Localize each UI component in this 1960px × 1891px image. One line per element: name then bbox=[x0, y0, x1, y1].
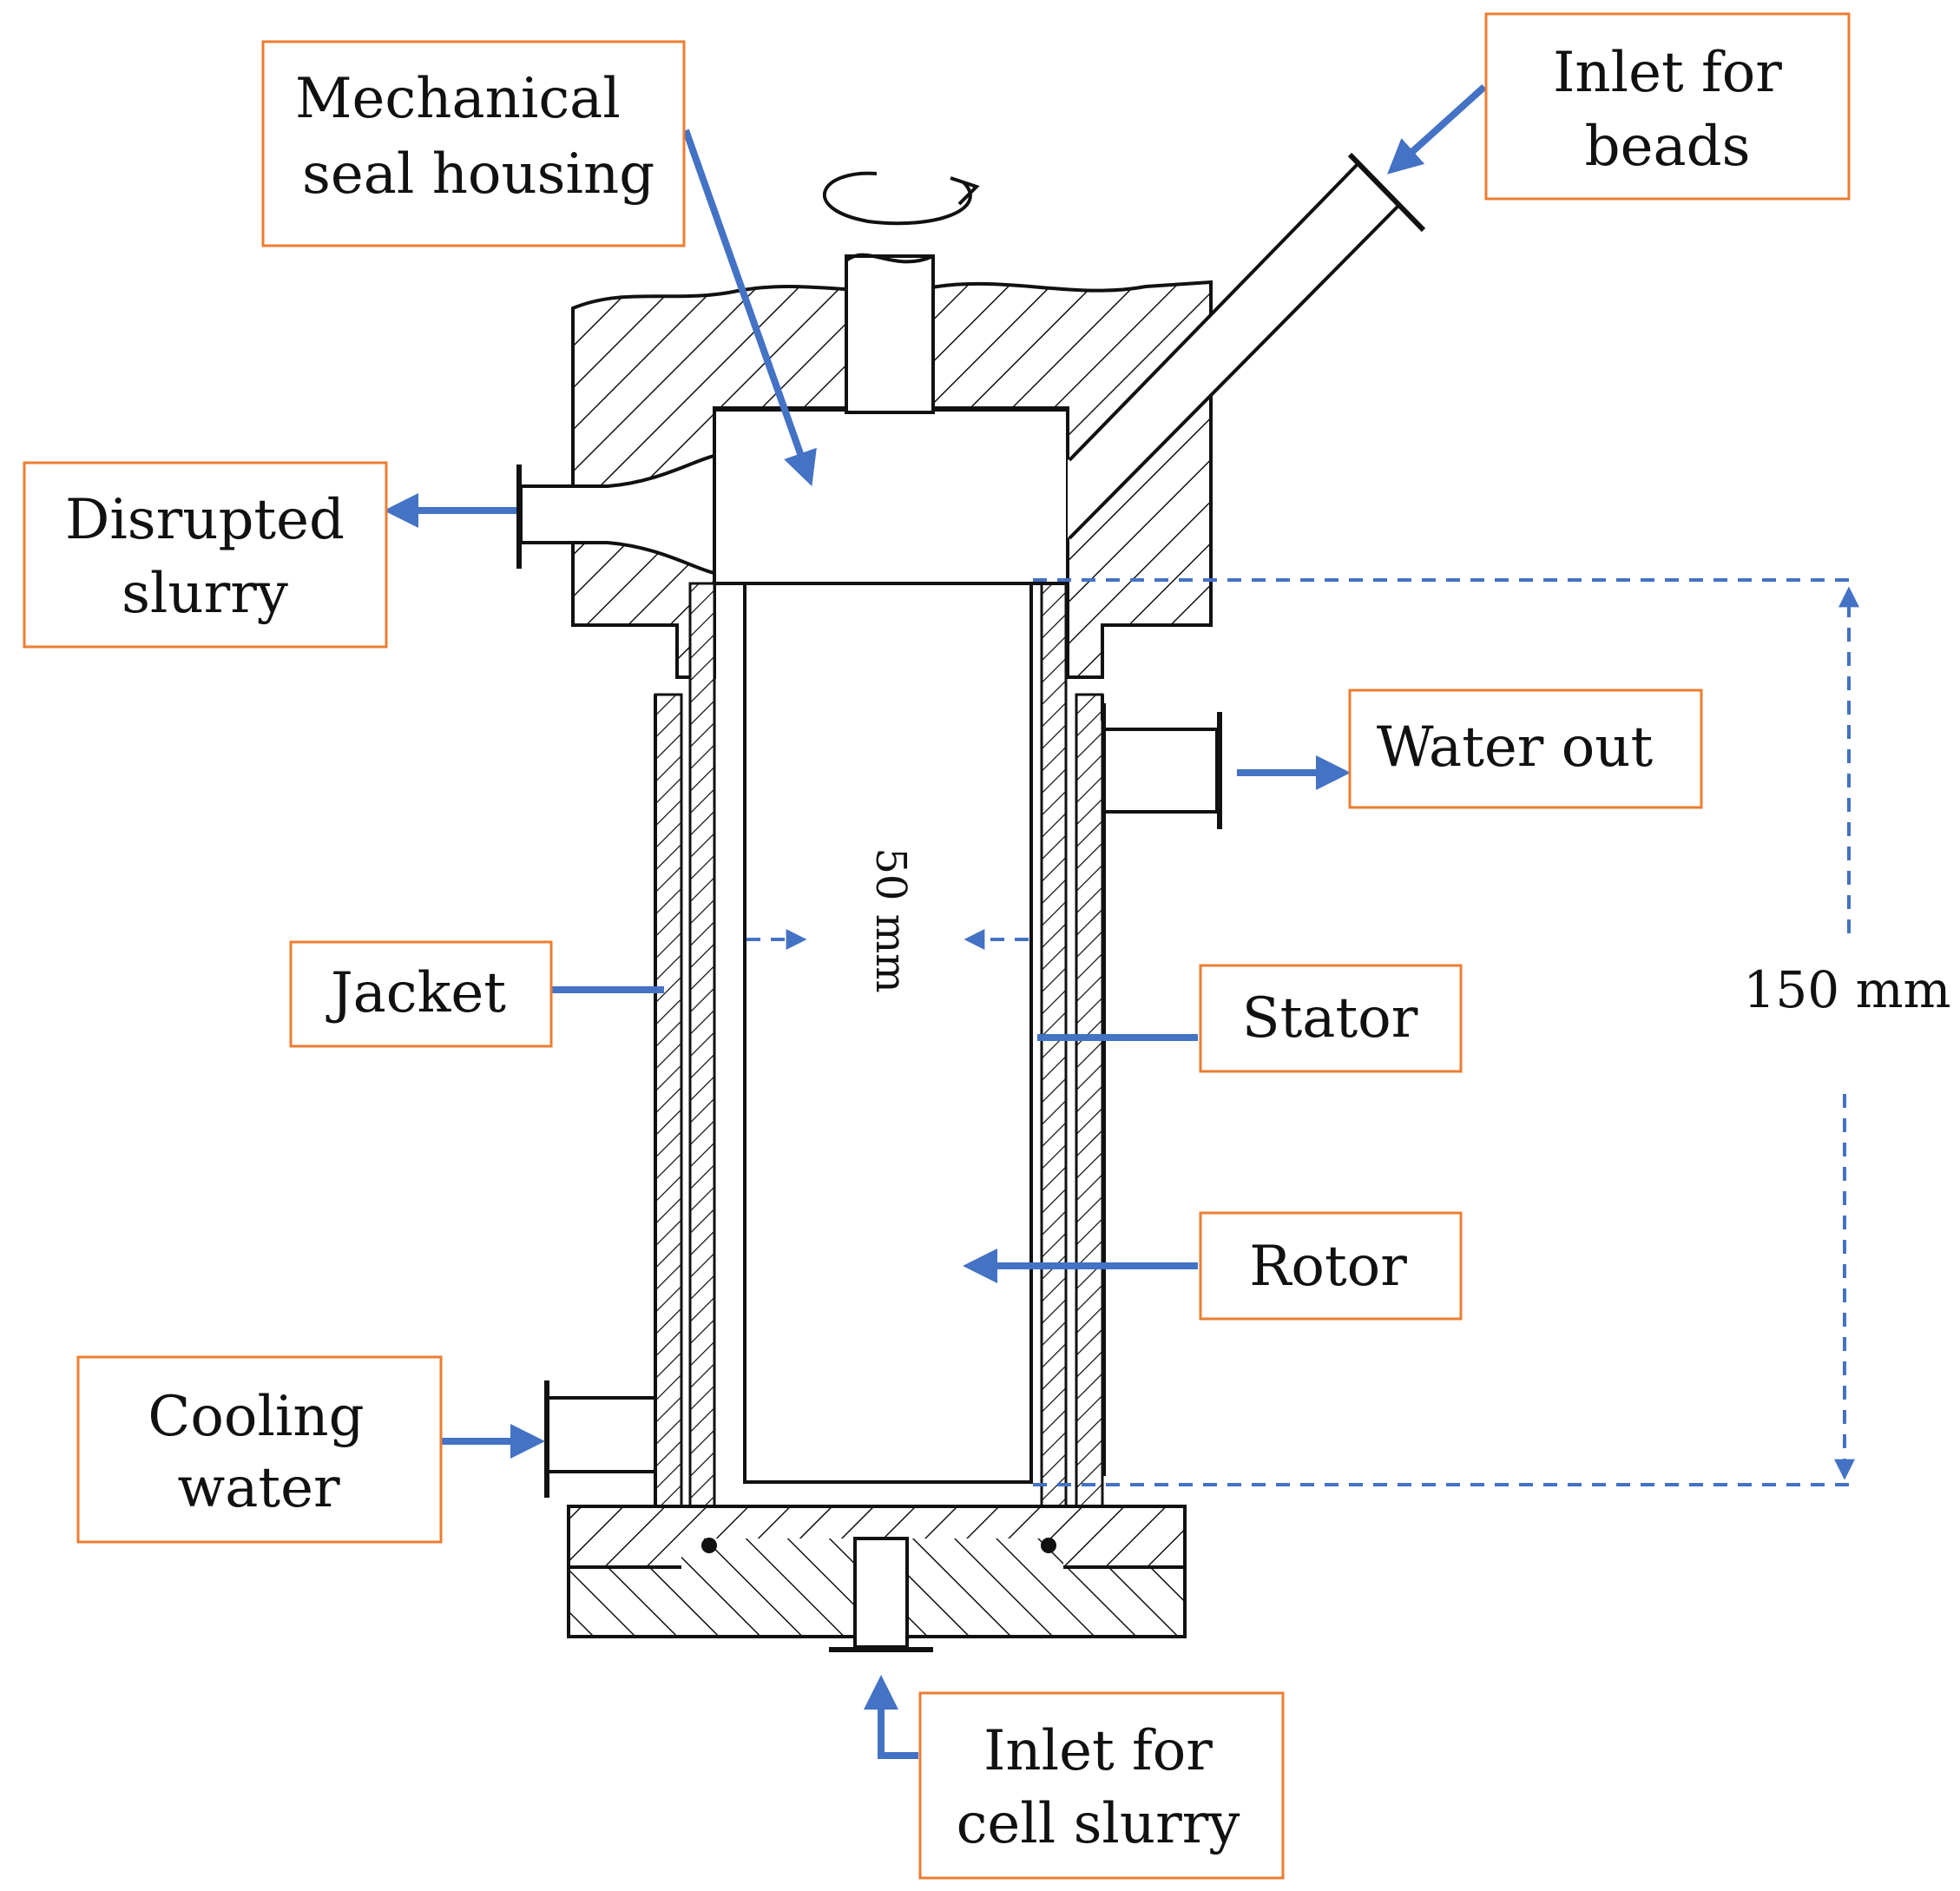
svg-text:seal housing: seal housing bbox=[302, 142, 654, 207]
svg-text:Inlet for: Inlet for bbox=[983, 1719, 1213, 1783]
svg-text:Water out: Water out bbox=[1377, 715, 1654, 780]
label-cooling-water: Cooling water bbox=[76, 1355, 443, 1544]
slurry-outlet-nozzle bbox=[516, 453, 716, 576]
label-stator: Stator bbox=[1199, 964, 1463, 1073]
leader-arrows bbox=[384, 84, 1487, 1759]
svg-text:beads: beads bbox=[1585, 115, 1751, 179]
diameter-dimension: 50 mm bbox=[747, 847, 1029, 993]
svg-text:Rotor: Rotor bbox=[1249, 1235, 1407, 1299]
svg-text:slurry: slurry bbox=[122, 562, 288, 626]
height-dimension: 150 mm bbox=[1033, 578, 1951, 1486]
cooling-water-nozzle bbox=[544, 1380, 657, 1498]
label-jacket: Jacket bbox=[289, 940, 553, 1048]
jacket-wall-right bbox=[1075, 693, 1104, 1556]
rotation-arrow-icon bbox=[822, 171, 980, 226]
label-water-out: Water out bbox=[1348, 689, 1703, 809]
label-mechanical-seal-housing: Mechanical seal housing bbox=[261, 40, 686, 247]
svg-text:Disrupted: Disrupted bbox=[65, 488, 345, 552]
rotor bbox=[714, 582, 1066, 1540]
stator-wall bbox=[688, 582, 1068, 1540]
svg-text:Cooling: Cooling bbox=[148, 1385, 364, 1449]
bead-inlet-pipe bbox=[1068, 152, 1426, 540]
cell-slurry-inlet-pipe bbox=[829, 1537, 933, 1652]
svg-text:water: water bbox=[177, 1456, 340, 1520]
svg-text:Inlet for: Inlet for bbox=[1553, 41, 1782, 105]
diameter-label: 50 mm bbox=[866, 847, 915, 992]
label-inlet-for-cell-slurry: Inlet for cell slurry bbox=[918, 1691, 1285, 1880]
label-disrupted-slurry: Disrupted slurry bbox=[23, 461, 388, 649]
label-inlet-for-beads: Inlet for beads bbox=[1484, 12, 1851, 201]
drive-shaft bbox=[845, 253, 935, 414]
svg-text:Jacket: Jacket bbox=[326, 961, 506, 1025]
water-out-nozzle bbox=[1102, 712, 1222, 829]
svg-text:cell slurry: cell slurry bbox=[957, 1792, 1240, 1856]
label-rotor: Rotor bbox=[1199, 1211, 1463, 1321]
svg-text:Mechanical: Mechanical bbox=[295, 67, 621, 131]
jacket-wall-left bbox=[654, 693, 683, 1556]
height-label: 150 mm bbox=[1743, 960, 1950, 1019]
svg-text:Stator: Stator bbox=[1242, 986, 1418, 1051]
